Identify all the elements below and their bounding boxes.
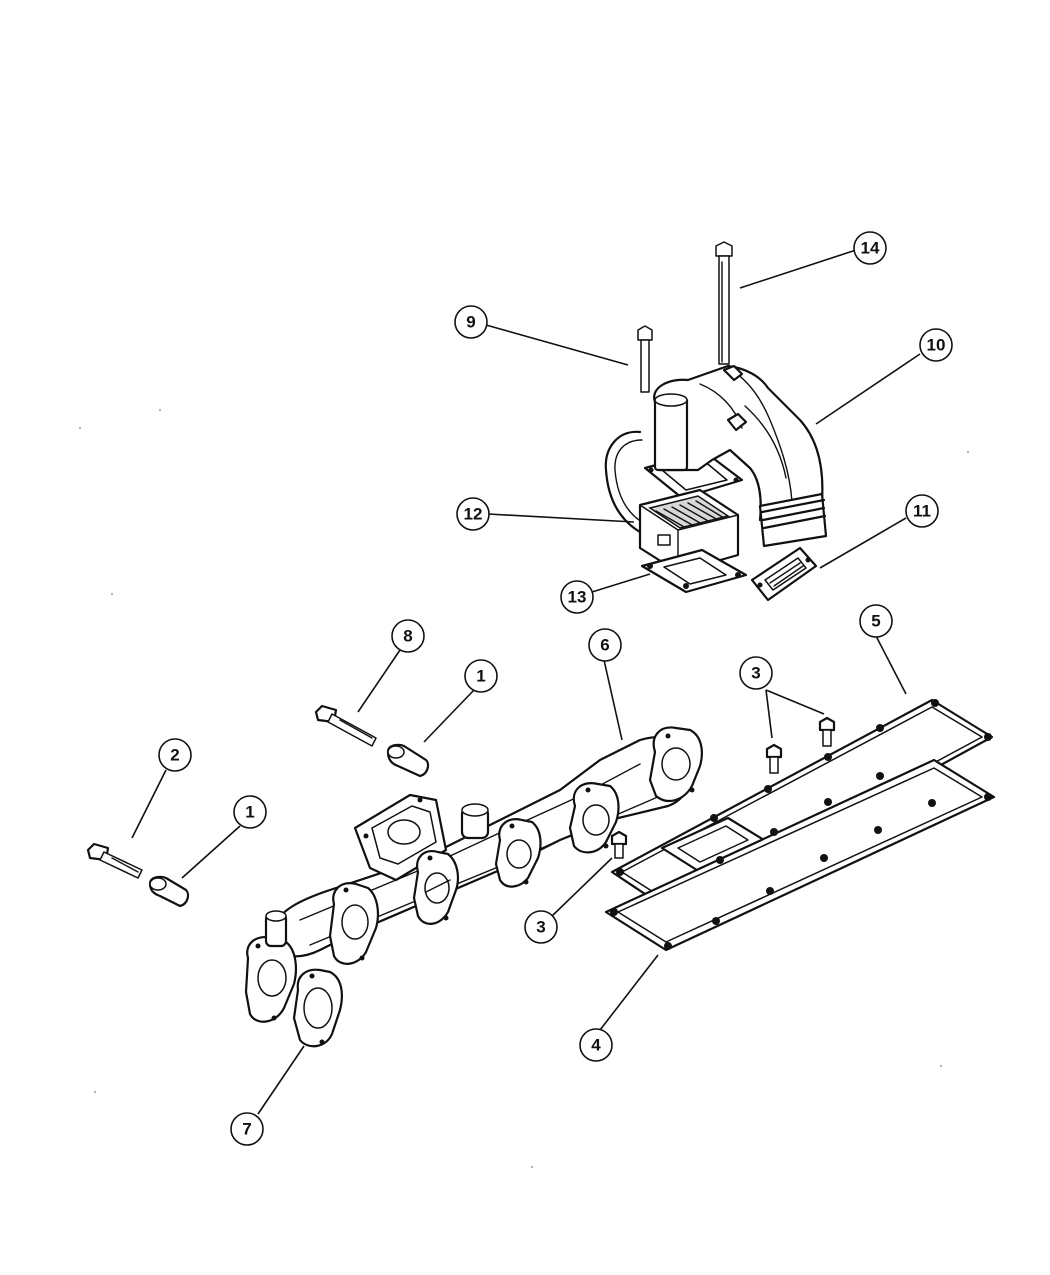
callout-label: 3 [536,918,545,937]
callout-2: 2 [158,738,192,772]
callout-8: 8 [391,619,425,653]
leader-lines [131,249,921,1115]
spacer-part-1-lower [148,875,190,908]
callout-13: 13 [560,580,594,614]
long-bolt-part-14 [715,241,733,365]
callout-label: 1 [245,803,254,822]
callout-11: 11 [905,494,939,528]
callout-label: 5 [871,612,880,631]
callout-label: 10 [927,336,946,355]
callout-label: 3 [751,664,760,683]
callout-label: 4 [591,1036,601,1055]
callout-12: 12 [456,497,490,531]
callout-label: 13 [568,588,587,607]
short-bolt-part-9 [637,325,653,393]
callout-label: 12 [464,505,483,524]
callout-1-lower: 1 [233,795,267,829]
callout-10: 10 [919,328,953,362]
callout-label: 8 [403,627,412,646]
exhaust-manifold-part-6 [244,726,703,1023]
callout-label: 11 [913,502,931,521]
callout-label: 1 [476,667,485,686]
callout-5: 5 [859,604,893,638]
callout-label: 6 [600,636,609,655]
callout-4: 4 [579,1028,613,1062]
callout-14: 14 [853,231,887,265]
callout-9: 9 [454,305,488,339]
callout-3-lower: 3 [524,910,558,944]
bolt-part-3-upper-a [765,743,783,774]
callout-3-upper: 3 [739,656,773,690]
bolt-part-3-upper-b [818,716,836,747]
callout-7: 7 [230,1112,264,1146]
callout-label: 9 [466,313,475,332]
spacer-part-1-upper [386,743,430,778]
callout-label: 7 [242,1120,251,1139]
manifold-gasket-part-5 [610,698,994,914]
exhaust-elbow-part-10 [653,364,828,548]
bolt-part-2 [86,842,143,879]
scan-specks [79,409,969,1168]
adapter-block-part-13 [638,488,740,574]
manifold-gasket-part-4 [604,758,996,952]
gasket-plate-part-11 [750,546,818,602]
callout-label: 14 [861,239,880,258]
callout-6: 6 [588,628,622,662]
callout-label: 2 [170,746,179,765]
heat-shield-part-12 [604,430,662,534]
port-gasket-part-7 [292,968,343,1048]
bolt-part-3-lower [610,830,628,859]
callout-1-upper: 1 [464,659,498,693]
lower-gasket-part-13 [640,548,748,594]
stud-part-8 [314,704,377,747]
